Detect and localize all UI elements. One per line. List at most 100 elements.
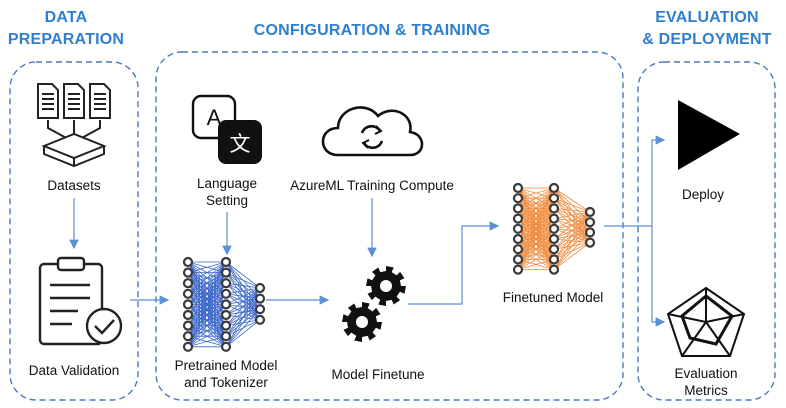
pretrained-edge <box>225 261 261 289</box>
translate-icon: A 文 <box>191 94 262 164</box>
finetuned-node <box>512 182 524 194</box>
finetuned-node <box>548 254 560 265</box>
pretrained-edge <box>225 298 261 348</box>
finetuned-node <box>548 213 560 224</box>
finetuned-node <box>512 233 524 245</box>
arrow-finetune-to-finetuned <box>408 221 500 305</box>
pretrained-node <box>182 331 194 342</box>
pretrained-edge <box>225 287 261 295</box>
finetuned-node <box>512 244 524 255</box>
pretrained-edge <box>187 304 227 348</box>
finetuned-edge <box>517 187 555 199</box>
finetuned-node <box>548 244 560 255</box>
pretrained-edge <box>187 261 227 326</box>
finetuned-edge <box>553 232 591 270</box>
gear-hole <box>380 280 392 292</box>
finetuned-node <box>512 223 524 234</box>
finetuned-edge <box>553 242 591 270</box>
pretrained-node <box>220 299 232 310</box>
section-title-data-prep-2: PREPARATION <box>8 31 124 48</box>
model-finetune-label: Model Finetune <box>331 367 424 382</box>
pretrained-edge <box>187 282 227 348</box>
arrow-to-deploy <box>651 135 666 226</box>
pretrained-node <box>254 293 266 304</box>
finetuned-node <box>584 227 596 238</box>
pretrained-edge <box>225 287 261 337</box>
pretrained-node <box>220 267 232 278</box>
finetuned-edge <box>553 211 591 219</box>
finetuned-edge <box>517 187 555 260</box>
pretrained-node <box>182 256 194 268</box>
arrow-to-evaluation <box>651 226 666 327</box>
eval-deploy-box <box>637 61 776 401</box>
pretrained-node <box>220 341 232 352</box>
play-icon <box>678 100 740 170</box>
finetuned-edge <box>553 211 591 260</box>
pretrained-edge <box>225 287 261 316</box>
finetuned-edge <box>553 211 591 270</box>
pretrained-edge <box>225 287 261 326</box>
finetuned-node <box>512 203 524 214</box>
finetuned-edge <box>517 187 555 270</box>
pretrained-node <box>220 331 232 342</box>
pretrained-node <box>220 288 232 299</box>
finetuned-edge <box>517 259 555 270</box>
finetuned-node <box>584 237 596 248</box>
data-prep-box <box>9 61 139 401</box>
finetuned-node <box>512 254 524 265</box>
translate-a-glyph: A <box>207 105 222 130</box>
pretrained-edge <box>187 325 227 348</box>
gears-icon <box>342 266 406 342</box>
pretrained-edge <box>187 314 227 348</box>
language-setting-label-2: Setting <box>206 193 248 208</box>
radar-chart-icon <box>666 286 746 357</box>
finetuned-node <box>548 264 560 275</box>
pretrained-model-label-1: Pretrained Model <box>175 358 278 373</box>
finetuned-node <box>512 213 524 224</box>
finetuned-edge <box>553 197 591 213</box>
pretrained-model-network <box>182 256 266 352</box>
pretrained-edge <box>187 261 227 273</box>
pretrained-node <box>220 278 232 289</box>
finetuned-edge <box>517 238 555 270</box>
pretrained-edge <box>225 308 261 348</box>
pretrained-edge <box>225 319 261 348</box>
finetuned-node <box>512 264 524 275</box>
pretrained-node <box>220 256 232 268</box>
data-validation-label: Data Validation <box>29 363 120 378</box>
pretrained-edge <box>187 293 227 348</box>
deploy-label: Deploy <box>682 187 724 202</box>
finetuned-node <box>512 193 524 204</box>
pretrained-node <box>182 288 194 299</box>
finetuned-model-label: Finetuned Model <box>503 290 604 305</box>
pretrained-node <box>220 320 232 331</box>
finetuned-edge <box>553 187 591 213</box>
pretrained-edge <box>225 287 261 348</box>
finetuned-edge <box>517 187 555 250</box>
eval-metrics-label-2: Metrics <box>684 383 728 398</box>
pretrained-edge <box>225 282 261 289</box>
finetuned-edge <box>553 211 591 240</box>
pretrained-node <box>182 267 194 278</box>
pretrained-edge <box>187 261 227 316</box>
datasets-icon <box>37 83 111 168</box>
section-title-config: CONFIGURATION & TRAINING <box>254 22 491 39</box>
finetuned-edge <box>553 221 591 270</box>
finetuned-edge <box>517 248 555 270</box>
finetuned-node <box>548 223 560 234</box>
pretrained-node <box>182 278 194 289</box>
pretrained-node <box>220 309 232 321</box>
finetuned-node <box>584 206 596 218</box>
finetuned-edge <box>517 218 555 270</box>
finetuned-edge <box>517 198 555 270</box>
language-setting-label-1: Language <box>197 176 257 191</box>
finetuned-edge <box>553 211 591 230</box>
finetuned-edge <box>517 228 555 270</box>
pretrained-node <box>182 320 194 331</box>
finetuned-edge <box>517 187 555 219</box>
pretrained-edge <box>187 261 227 284</box>
pretrained-node <box>254 282 266 294</box>
pretrained-edge <box>187 261 227 305</box>
pretrained-edge <box>225 287 261 305</box>
